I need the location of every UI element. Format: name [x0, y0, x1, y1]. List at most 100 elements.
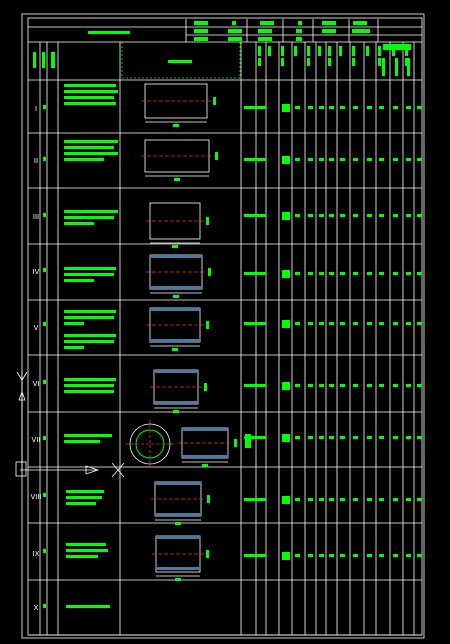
wall-hatch [154, 370, 198, 373]
part-sketch-5 [149, 307, 201, 343]
step-number-block [43, 157, 46, 161]
process-step-text-1 [64, 96, 114, 99]
param-header-block [268, 46, 271, 56]
param-header-block [378, 46, 381, 56]
param-value-block [244, 158, 266, 161]
param-value-block [295, 272, 300, 275]
dimension-block [175, 578, 181, 581]
param-header-block [405, 46, 408, 56]
wall-hatch [155, 482, 201, 485]
param-header-block [328, 46, 331, 56]
param-value-block [244, 214, 266, 217]
param-value-block [367, 322, 372, 325]
wall-hatch [150, 286, 202, 289]
stage-label-9: IX [32, 550, 40, 558]
step-number-block [43, 105, 46, 109]
process-step-text-5 [64, 346, 84, 349]
header-text-block [228, 29, 242, 33]
param-value-block [329, 272, 334, 275]
param-value-block [308, 436, 313, 439]
dimension-block [173, 410, 179, 413]
process-step-text-5 [64, 334, 116, 337]
step-number-block [43, 213, 46, 217]
dimension-block [173, 295, 179, 298]
param-value-block [308, 554, 313, 557]
arrow-head-right [85, 465, 100, 475]
header-text-block [322, 21, 336, 25]
param-value-block [319, 272, 324, 275]
param-value-block [340, 322, 345, 325]
param-value-block [282, 382, 290, 390]
param-value-block [353, 158, 358, 161]
param-value-block [340, 384, 345, 387]
param-value-block [329, 106, 334, 109]
param-header-block [392, 46, 395, 56]
param-value-block [406, 106, 411, 109]
param-header-block [352, 58, 355, 66]
param-value-block [340, 554, 345, 557]
stage-label-7: VII [31, 436, 41, 444]
param-value-block [379, 554, 384, 557]
process-step-text-7 [64, 440, 100, 443]
param-value-block [295, 106, 300, 109]
stage-label-4: IV [32, 268, 40, 276]
arrow-head-up [18, 390, 26, 401]
dimension-block [202, 464, 208, 467]
param-value-block [353, 498, 358, 501]
process-step-text-3 [64, 210, 118, 213]
col-header-block [42, 52, 45, 68]
param-value-block [393, 214, 398, 217]
wall-hatch [154, 401, 198, 404]
dimension-block [207, 495, 210, 503]
header-text-block [194, 37, 208, 41]
process-step-text-9 [66, 543, 106, 546]
param-value-block [282, 156, 290, 164]
header-text-block [260, 21, 274, 25]
param-header-block [352, 46, 355, 56]
param-value-block [329, 554, 334, 557]
axis-tick [21, 371, 28, 381]
process-step-text-6 [64, 384, 114, 387]
step-number-block [43, 322, 46, 326]
param-value-block [353, 322, 358, 325]
process-step-text-2 [64, 158, 104, 161]
outer-frame [21, 13, 425, 639]
param-value-block [319, 498, 324, 501]
param-value-block [367, 384, 372, 387]
param-header-block [366, 46, 369, 56]
param-header-block [307, 46, 310, 56]
param-value-block [282, 434, 290, 442]
param-value-block [367, 106, 372, 109]
param-value-block [245, 434, 251, 448]
dimension-block [215, 152, 218, 160]
dimension-block [175, 522, 181, 525]
param-value-block [417, 158, 422, 161]
header-text-block [258, 29, 272, 33]
dimension-block [206, 550, 209, 558]
param-value-block [379, 498, 384, 501]
header-text-block [352, 29, 370, 33]
param-value-block [379, 436, 384, 439]
param-value-block [406, 498, 411, 501]
param-value-block [340, 214, 345, 217]
param-value-block [295, 322, 300, 325]
param-value-block [340, 272, 345, 275]
param-value-block [244, 436, 266, 439]
param-value-block [406, 554, 411, 557]
param-value-block [417, 436, 422, 439]
process-step-text-1 [64, 102, 116, 105]
header-text-block [228, 37, 242, 41]
step-number-block [43, 493, 46, 497]
process-step-text-5 [64, 340, 114, 343]
process-step-text-2 [64, 140, 118, 143]
process-step-text-3 [64, 222, 94, 225]
process-step-text-9 [66, 549, 108, 552]
process-step-text-1 [64, 84, 116, 87]
process-step-text-7 [64, 434, 112, 437]
param-header-block [281, 58, 284, 66]
param-value-block [417, 498, 422, 501]
process-step-text-10 [66, 605, 110, 608]
header-text-block [194, 21, 208, 25]
param-value-block [417, 384, 422, 387]
stage-label-2: II [33, 157, 39, 165]
